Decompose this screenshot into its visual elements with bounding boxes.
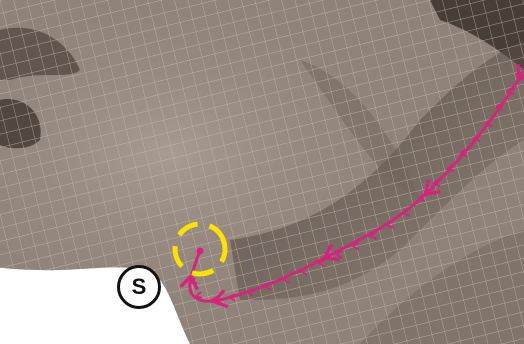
start-label: S (117, 265, 161, 309)
start-marker (172, 221, 228, 277)
path-chevrons (190, 70, 524, 305)
